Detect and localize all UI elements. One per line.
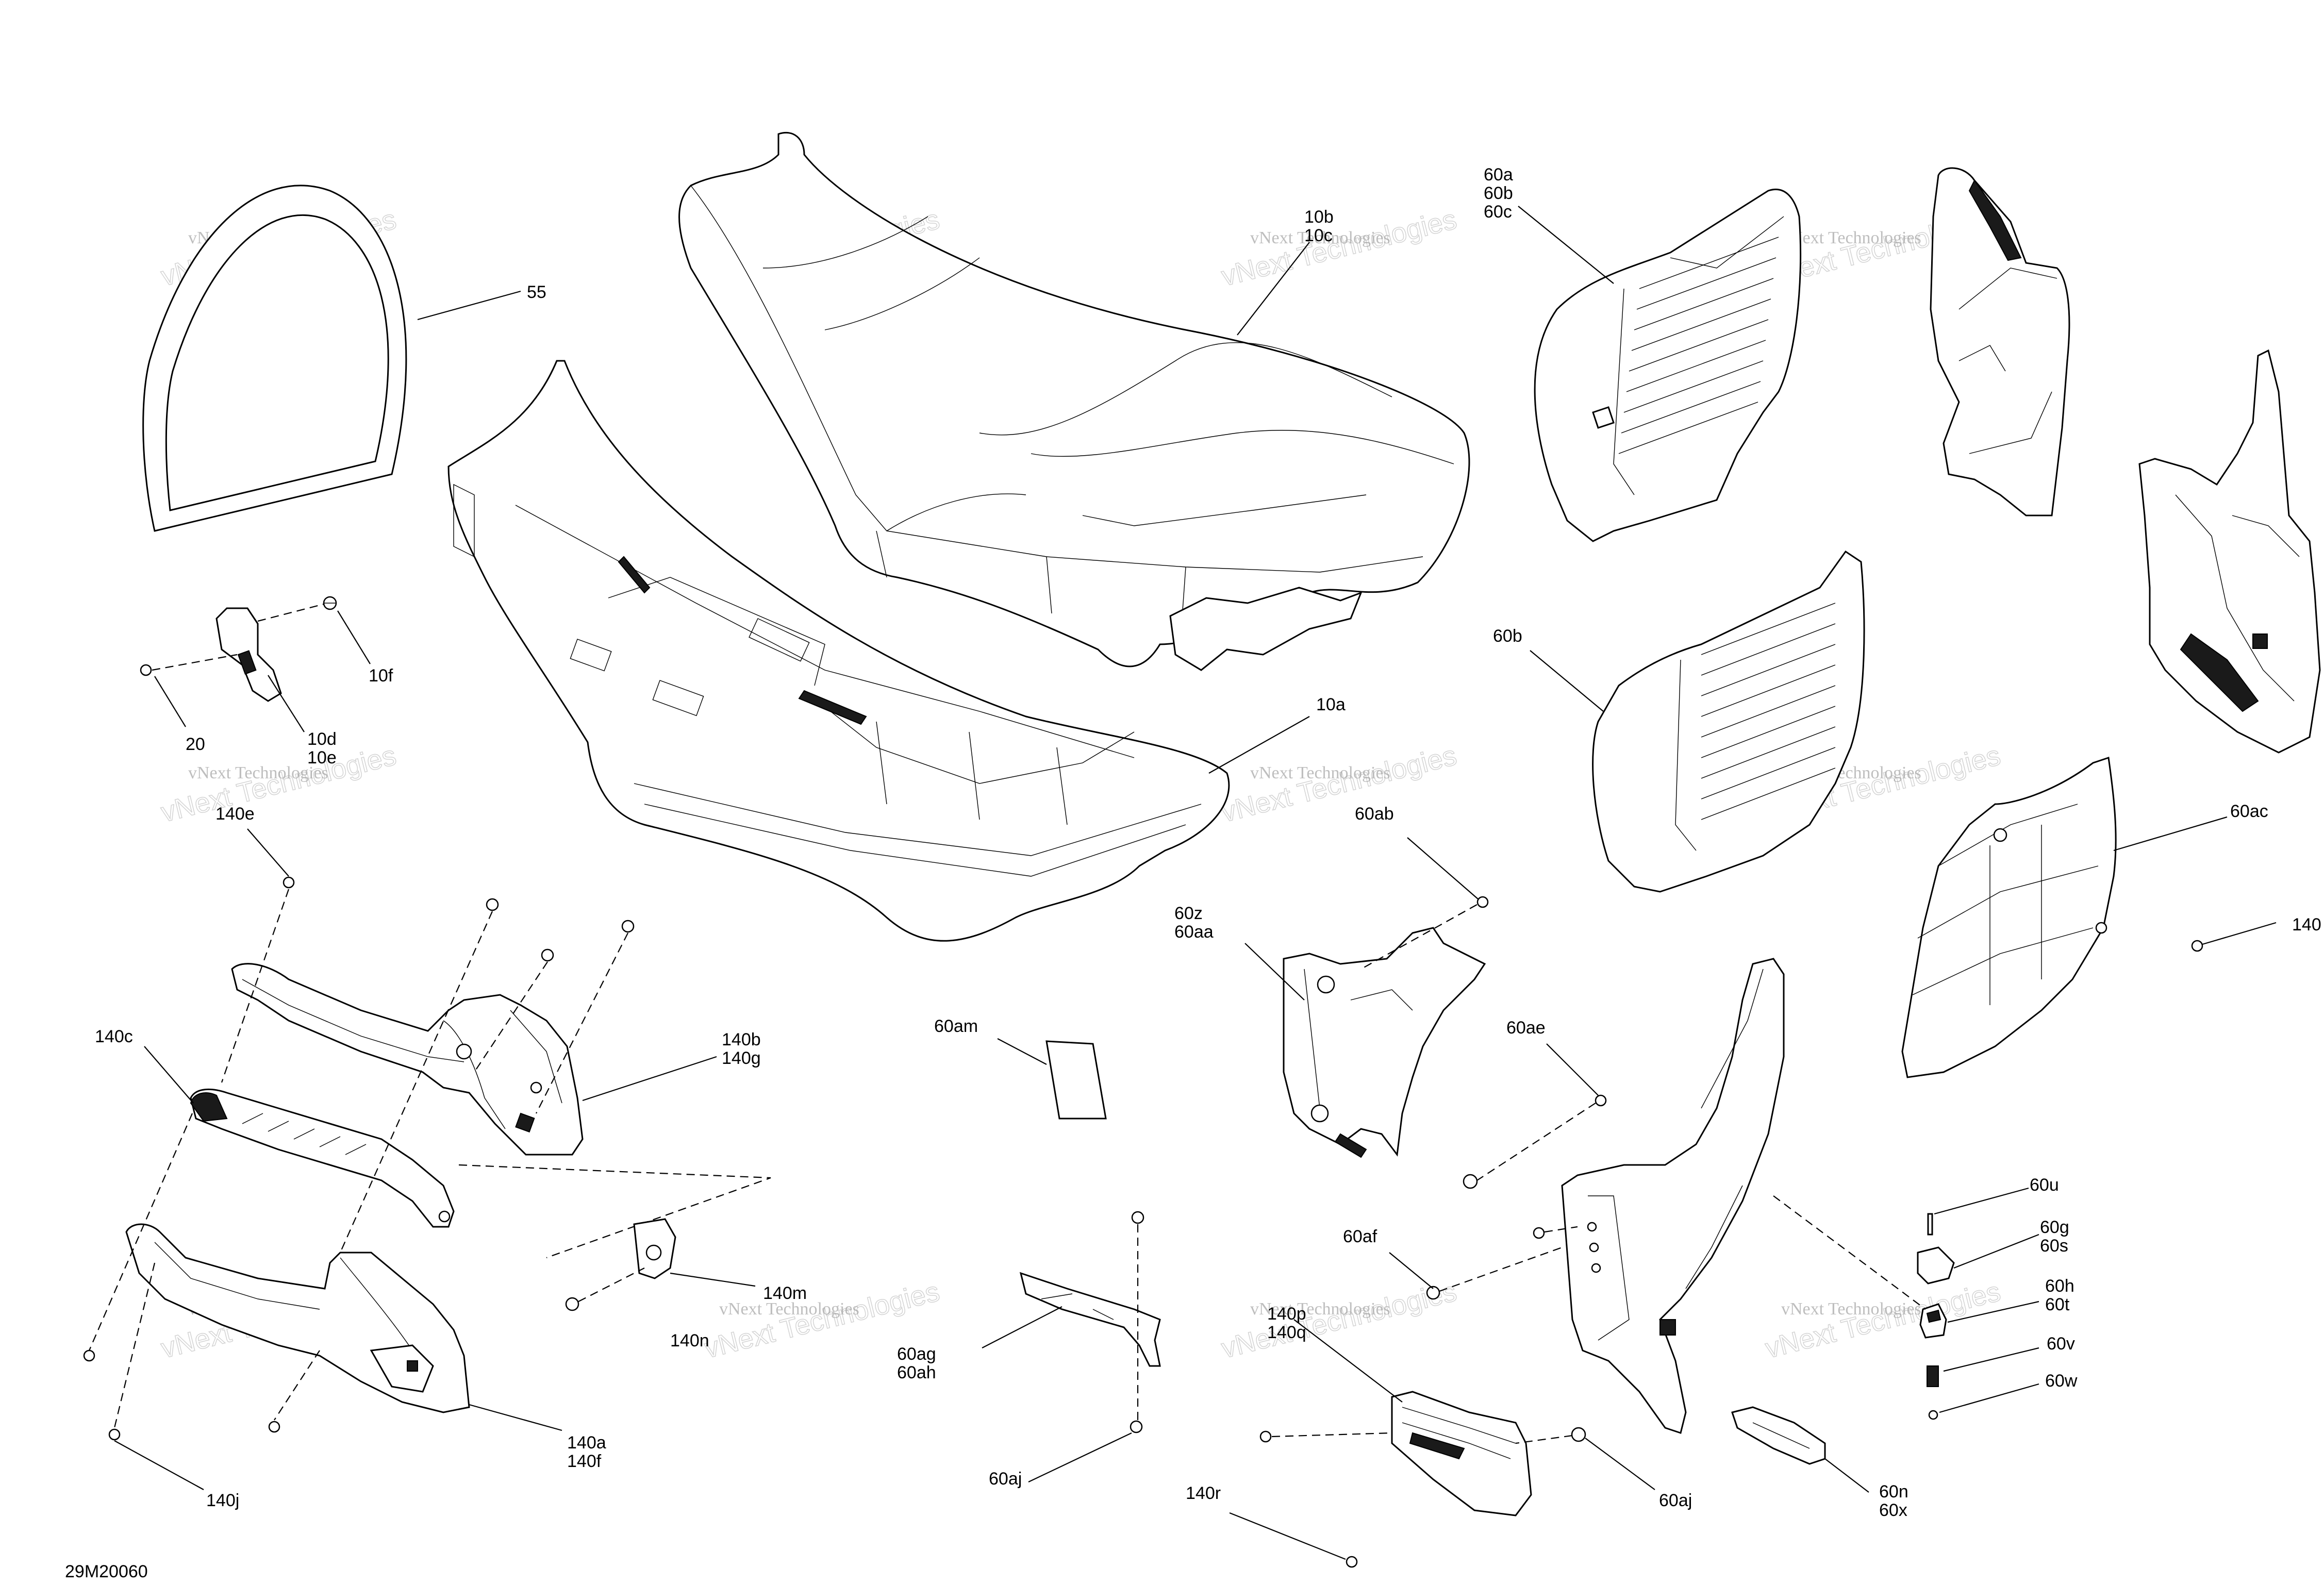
svg-text:vNext Technologies: vNext Technologies <box>1781 228 1921 247</box>
part-10d-latch <box>215 607 282 702</box>
part-140e-screw <box>83 876 771 1441</box>
part-60g-cap <box>1917 1246 1955 1285</box>
part-60w-washer <box>1928 1410 1938 1420</box>
part-140a-panel <box>125 1223 470 1413</box>
part-60u-pin <box>1927 1213 1933 1236</box>
backrest-ribs <box>1701 603 1836 820</box>
part-60ag-clip <box>1019 1211 1161 1433</box>
callout-60x: 60x <box>1879 1500 1907 1520</box>
svg-text:vNext Technologies: vNext Technologies <box>1218 204 1459 292</box>
callout-60aj-right: 60aj <box>1659 1491 1692 1510</box>
callout-20: 20 <box>186 735 205 754</box>
watermark: vNext Technologies vNext Technologies <box>1218 740 1460 829</box>
callout-60t: 60t <box>2045 1295 2070 1314</box>
callout-140p: 140p <box>1267 1304 1306 1324</box>
callout-140m: 140m <box>763 1283 807 1303</box>
part-60b-backrest <box>1592 550 1865 893</box>
callout-10f: 10f <box>369 666 393 686</box>
part-60v-spring <box>1927 1365 1939 1387</box>
part-20-screw <box>140 603 324 676</box>
callout-60n: 60n <box>1879 1482 1908 1502</box>
watermark: vNext Technologies vNext Technologies <box>1762 1276 2004 1365</box>
callout-140c: 140c <box>95 1027 133 1046</box>
part-140b-panel <box>231 963 584 1156</box>
callout-60aj-left: 60aj <box>989 1469 1022 1489</box>
callout-60aa: 60aa <box>1174 922 1214 942</box>
callout-60ac: 60ac <box>2230 802 2268 821</box>
callout-140g: 140g <box>722 1048 761 1068</box>
svg-text:vNext Technologies: vNext Technologies <box>1781 1299 1921 1319</box>
part-60ac-cover <box>1901 757 2117 1078</box>
callout-60h: 60h <box>2045 1276 2074 1296</box>
callout-55: 55 <box>527 282 546 302</box>
callout-140a: 140a <box>567 1433 606 1453</box>
svg-text:vNext Technologies: vNext Technologies <box>1250 1299 1390 1319</box>
svg-text:vNext Technologies: vNext Technologies <box>1218 1276 1459 1364</box>
leader-lines <box>114 206 2277 1560</box>
part-backrest-handle <box>1930 167 2070 516</box>
callout-60ae: 60ae <box>1506 1018 1546 1038</box>
right-dashed-lines <box>1360 896 2203 1310</box>
callout-60af: 60af <box>1343 1227 1377 1246</box>
callout-60b-top: 60b <box>1484 184 1513 203</box>
part-60a-backrest <box>1534 188 1802 542</box>
callout-140-edge: 140 <box>2292 915 2321 935</box>
callout-10c: 10c <box>1304 226 1333 245</box>
callout-60ah: 60ah <box>897 1363 936 1382</box>
callout-60c: 60c <box>1484 202 1512 222</box>
callout-60w: 60w <box>2045 1371 2078 1391</box>
svg-text:vNext Technologies: vNext Technologies <box>1250 228 1390 247</box>
svg-text:vNext Technologies: vNext Technologies <box>1250 763 1390 782</box>
part-right-strut <box>2138 349 2321 754</box>
callout-140n: 140n <box>670 1331 709 1350</box>
callout-10d: 10d <box>307 729 337 749</box>
callout-labels: 55 10b 10c 10f 20 10d 10e 10a 140e 140c … <box>65 165 2321 1581</box>
part-55-seal <box>142 185 407 532</box>
callout-60u: 60u <box>2030 1175 2059 1195</box>
part-10a-seat-base <box>447 360 1230 942</box>
watermark: vNext Technologies vNext Technologies <box>1218 204 1460 293</box>
part-60am-label <box>1045 1040 1107 1120</box>
callout-10e: 10e <box>307 748 337 768</box>
callout-140q: 140q <box>1267 1323 1306 1342</box>
callout-60am: 60am <box>934 1016 978 1036</box>
svg-text:vNext Technologies: vNext Technologies <box>1762 1276 2003 1364</box>
part-60ae-panel <box>1561 958 1785 1434</box>
callout-60z: 60z <box>1174 904 1203 923</box>
part-60n-trim <box>1731 1406 1826 1465</box>
backrest-ribs <box>1618 237 1779 454</box>
callout-60v: 60v <box>2047 1334 2075 1354</box>
callout-140j: 140j <box>206 1491 239 1510</box>
drawing-number: 29M20060 <box>65 1562 148 1581</box>
svg-text:vNext Technologies: vNext Technologies <box>719 1299 859 1319</box>
part-60h-knob <box>1919 1303 1947 1339</box>
watermark: vNext Technologies vNext Technologies <box>1218 1276 1460 1365</box>
callout-140r: 140r <box>1186 1483 1221 1503</box>
callout-60a: 60a <box>1484 165 1513 185</box>
callout-60s: 60s <box>2040 1236 2068 1256</box>
part-140p-cover <box>1259 1391 1586 1568</box>
svg-text:vNext Technologies: vNext Technologies <box>1218 740 1459 828</box>
part-10f-screw <box>323 596 337 610</box>
callout-10b: 10b <box>1304 207 1334 227</box>
part-60z-bracket <box>1283 927 1486 1158</box>
callout-10a: 10a <box>1316 695 1346 714</box>
callout-140e: 140e <box>215 804 255 824</box>
part-10b-seat-cushion <box>678 131 1470 671</box>
callout-60ab: 60ab <box>1355 804 1394 824</box>
callout-60ag: 60ag <box>897 1344 936 1364</box>
part-140c-grip <box>190 1088 455 1228</box>
callout-60g: 60g <box>2040 1218 2069 1237</box>
part-140m-bracket <box>565 1218 676 1311</box>
callout-140f: 140f <box>567 1452 602 1471</box>
callout-140b: 140b <box>722 1030 761 1049</box>
callout-60b: 60b <box>1493 626 1522 646</box>
svg-text:vNext Technologies: vNext Technologies <box>188 763 328 782</box>
